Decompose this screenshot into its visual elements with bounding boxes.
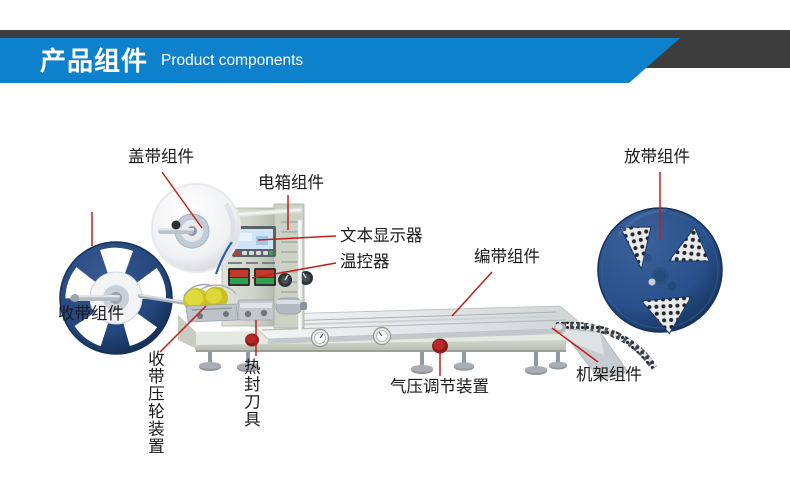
leader-temperature-controller — [251, 262, 337, 279]
label-take-up-pressure-wheel: 收带压轮装置 — [145, 350, 165, 455]
braiding-assembly-graphic — [554, 321, 657, 381]
leader-cover-tape-assembly — [161, 171, 203, 229]
leader-braiding-assembly — [451, 271, 493, 317]
temperature-controller-graphic — [228, 268, 276, 286]
product-components-diagram: 收带组件 盖带组件 电箱组件 文本显示器 温控器 编带组件 放带组件 机架组件 … — [0, 100, 790, 491]
leader-frame-assembly — [551, 327, 599, 363]
label-text-display: 文本显示器 — [340, 226, 423, 245]
label-electrical-box-assembly: 电箱组件 — [258, 173, 324, 192]
label-cover-tape-assembly: 盖带组件 — [128, 147, 194, 166]
header-title-group: 产品组件 Product components — [40, 38, 303, 83]
page-header-banner: 产品组件 Product components — [0, 0, 790, 100]
text-display-keypad — [235, 251, 273, 255]
header-blue-bar — [0, 38, 680, 83]
panel-label-strip — [228, 262, 275, 264]
label-tape-release-assembly: 放带组件 — [624, 147, 690, 166]
take-up-tape-assembly-graphic — [59, 241, 173, 355]
leader-take-up-pressure-wheel — [159, 305, 207, 353]
heat-sealing-knife-graphic — [237, 297, 307, 321]
page-title-en: Product components — [161, 51, 304, 69]
cover-tape-assembly-graphic — [151, 183, 241, 273]
leader-lines — [91, 171, 661, 376]
machine-illustration — [59, 183, 723, 381]
page-title-cn: 产品组件 — [40, 45, 149, 76]
label-heat-sealing-knife: 热封刀具 — [241, 358, 261, 428]
label-temperature-controller: 温控器 — [340, 252, 390, 271]
label-air-pressure-regulator: 气压调节装置 — [390, 377, 489, 396]
label-frame-assembly: 机架组件 — [576, 365, 642, 384]
frame-assembly-graphic — [178, 305, 588, 375]
label-braiding-assembly: 编带组件 — [474, 247, 540, 266]
spool-lock-bolt — [171, 220, 181, 230]
label-take-up-tape-assembly: 收带组件 — [58, 304, 124, 323]
leader-text-display — [257, 235, 337, 241]
take-up-pressure-wheel-graphic — [138, 241, 239, 323]
reel-tape-windows — [619, 226, 710, 335]
machine-feet — [199, 352, 567, 375]
